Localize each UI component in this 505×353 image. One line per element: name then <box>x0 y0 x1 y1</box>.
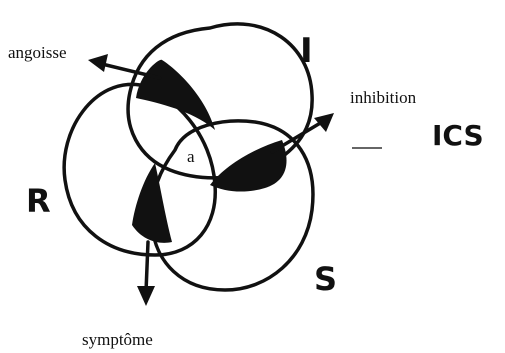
register-S: S <box>314 260 337 298</box>
label-inhibition: inhibition <box>350 88 417 107</box>
inhibition-lobe <box>210 140 287 192</box>
label-angoisse: angoisse <box>8 43 67 62</box>
symptome-arrow <box>137 242 155 306</box>
label-symptome: symptôme <box>82 330 153 349</box>
register-ICS: ICS <box>432 119 484 152</box>
label-a: a <box>187 147 195 166</box>
register-I: I <box>300 31 313 71</box>
angoisse-arrow <box>88 54 160 78</box>
ring-symbolic <box>152 121 313 290</box>
register-R: R <box>26 182 51 220</box>
angoisse-lobe <box>136 60 215 130</box>
symptome-lobe <box>132 163 172 243</box>
